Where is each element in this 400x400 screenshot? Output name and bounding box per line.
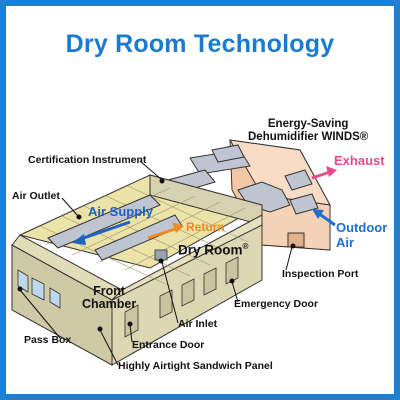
label-air-supply: Air Supply — [88, 204, 154, 219]
leader-lines — [17, 160, 296, 366]
pass-box-windows — [17, 269, 61, 309]
label-front-line1: Front — [93, 284, 126, 298]
label-air-inlet: Air Inlet — [178, 318, 218, 330]
doors — [124, 256, 239, 338]
label-front-chamber: Front Chamber — [82, 285, 136, 311]
label-dry-room: Dry Room® — [178, 242, 248, 258]
label-outdoor-air: Outdoor Air — [336, 220, 387, 250]
exhaust-arrow — [311, 166, 337, 180]
label-certification-instrument: Certification Instrument — [28, 154, 147, 166]
label-exhaust: Exhaust — [334, 153, 385, 168]
label-inspection-port: Inspection Port — [282, 268, 359, 280]
label-dry-room-mark: ® — [242, 242, 249, 251]
return-arrow — [147, 222, 184, 240]
label-outdoor-line1: Outdoor — [336, 220, 388, 235]
label-air-outlet: Air Outlet — [12, 190, 60, 202]
outdoor-air-arrow — [312, 209, 336, 227]
inspection-port-panel — [287, 232, 305, 248]
label-return: Return — [186, 220, 225, 234]
label-entrance-door: Entrance Door — [132, 339, 205, 351]
label-sandwich-panel: Highly Airtight Sandwich Panel — [118, 360, 273, 372]
label-outdoor-line2: Air — [336, 235, 355, 250]
label-front-line2: Chamber — [82, 297, 137, 311]
entrance-door-shape — [124, 304, 139, 338]
air-supply-arrow — [72, 220, 131, 245]
label-dehumidifier-line2: Dehumidifier WINDS® — [248, 131, 369, 143]
label-dehumidifier: Energy-Saving Dehumidifier WINDS® — [248, 118, 368, 144]
label-dehumidifier-line1: Energy-Saving — [267, 118, 349, 130]
label-emergency-door: Emergency Door — [234, 298, 319, 310]
label-pass-box: Pass Box — [24, 334, 72, 346]
emergency-door-shape — [225, 256, 239, 285]
diagram-title: Dry Room Technology — [65, 30, 335, 58]
label-dry-room-text: Dry Room — [178, 242, 243, 258]
